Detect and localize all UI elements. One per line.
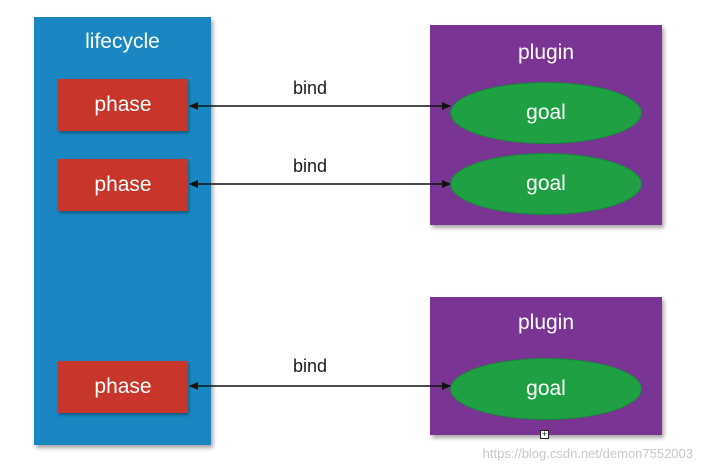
bind-label-3: bind	[292, 356, 328, 376]
plugin-title-2: plugin	[517, 311, 575, 334]
goal-ellipse-3: goal	[450, 358, 642, 420]
goal-ellipse-2: goal	[450, 153, 642, 215]
lifecycle-title: lifecycle	[85, 30, 160, 53]
plugin-title-1: plugin	[517, 41, 575, 64]
goal-ellipse-1: goal	[450, 82, 642, 144]
phase-box-3: phase	[58, 361, 188, 413]
phase-box-2: phase	[58, 159, 188, 211]
watermark: https://blog.csdn.net/demon7552003	[482, 446, 693, 461]
resize-handle-icon[interactable]: +	[540, 429, 549, 439]
bind-label-2: bind	[292, 156, 328, 176]
bind-label-1: bind	[292, 78, 328, 98]
phase-box-1: phase	[58, 79, 188, 131]
